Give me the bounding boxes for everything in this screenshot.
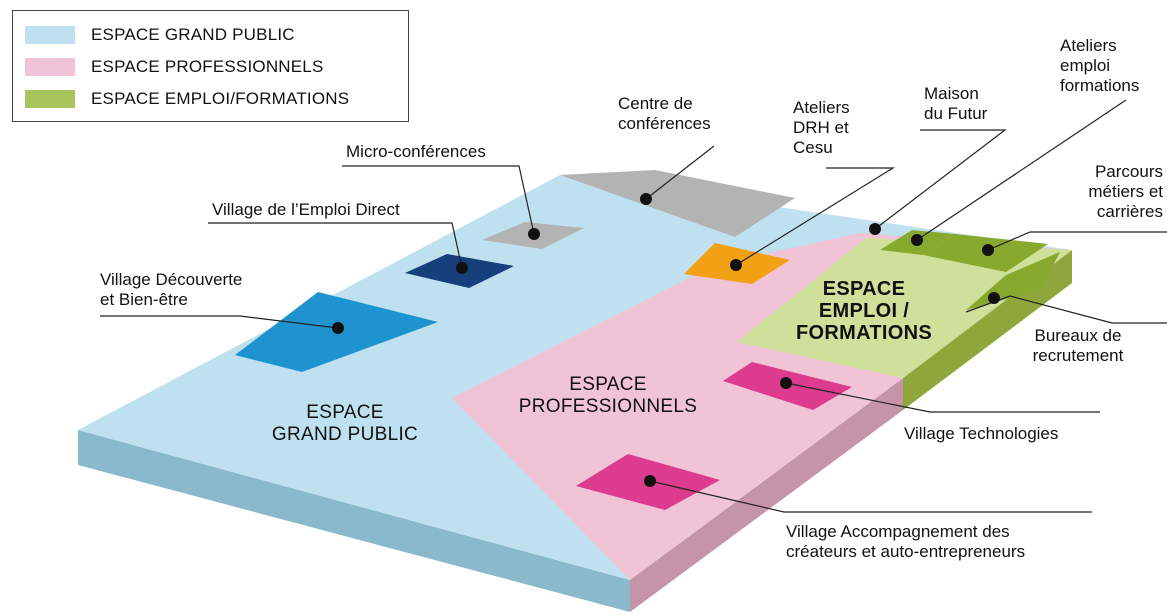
professionnels-side-front (630, 378, 903, 612)
zone-emploi-line-1: ESPACE (822, 278, 906, 300)
legend-label-grand-public: ESPACE GRAND PUBLIC (91, 25, 295, 44)
zone-emploi-line-3: FORMATIONS (796, 322, 932, 344)
centre-conferences-zone (560, 170, 795, 237)
label-centre-conferences-line-1: Centre de (618, 94, 693, 113)
label-maison-futur-line-1: Maison (924, 84, 979, 103)
dot-centre-conferences (640, 193, 652, 205)
label-ateliers-emploi-line-1: Ateliers (1060, 36, 1117, 55)
label-village-emploi-direct-line-1: Village de l’Emploi Direct (212, 200, 400, 219)
legend-item-professionnels: ESPACE PROFESSIONNELS (25, 56, 324, 78)
leader-village-technologies (785, 382, 1100, 413)
label-centre-conferences: Centre de conférences (618, 94, 711, 134)
label-village-technologies-line-1: Village Technologies (904, 424, 1059, 443)
label-bureaux-recrutement-line-1: Bureaux de (1034, 326, 1122, 345)
label-micro-conferences-line-1: Micro-conférences (346, 142, 486, 161)
dot-village-accompagnement (644, 475, 656, 487)
label-ateliers-emploi: Ateliers emploi formations (1060, 36, 1139, 96)
leader-bureaux (965, 295, 1167, 324)
label-bureaux-recrutement-line-2: recrutement (1032, 346, 1124, 365)
zone-grand-public-line-2: GRAND PUBLIC (271, 424, 419, 445)
legend-label-professionnels: ESPACE PROFESSIONNELS (91, 57, 324, 76)
leader-ateliers-emploi (916, 99, 1127, 241)
zone-professionnels-line-2: PROFESSIONNELS (518, 396, 698, 417)
label-ateliers-drh-line-2: DRH et (793, 118, 849, 137)
label-village-accompagnement-line-2: créateurs et auto-entrepreneurs (786, 542, 1026, 561)
label-parcours-metiers: Parcours métiers et carrières (1068, 162, 1163, 222)
leader-centre-conferences (645, 145, 715, 200)
zone-label-emploi: ESPACE EMPLOI / FORMATIONS (778, 278, 950, 344)
marker-dots (332, 193, 1000, 487)
leader-decouverte (100, 315, 339, 329)
label-village-decouverte: Village Découverte et Bien-être (100, 270, 242, 310)
leader-emploi-direct (208, 222, 463, 269)
label-village-accompagnement-line-1: Village Accompagnement des (786, 522, 1010, 541)
label-village-emploi-direct: Village de l’Emploi Direct (212, 200, 400, 220)
label-ateliers-emploi-line-2: emploi (1060, 56, 1111, 75)
dot-village-technologies (780, 377, 792, 389)
leader-village-accompagnement (649, 480, 1092, 513)
label-maison-futur-line-2: du Futur (924, 104, 988, 123)
leader-lines (100, 99, 1167, 513)
dot-maison-futur (869, 223, 881, 235)
label-centre-conferences-line-2: conférences (618, 114, 711, 133)
dot-parcours (982, 244, 994, 256)
legend-swatch-grand-public (25, 26, 75, 44)
dot-ateliers-drh (730, 259, 742, 271)
leader-parcours (987, 231, 1167, 251)
legend-item-grand-public: ESPACE GRAND PUBLIC (25, 24, 295, 46)
dot-decouverte (332, 322, 344, 334)
label-village-decouverte-line-2: et Bien-être (100, 290, 188, 309)
legend-item-emploi: ESPACE EMPLOI/FORMATIONS (25, 88, 349, 110)
dot-bureaux (988, 292, 1000, 304)
label-village-technologies: Village Technologies (904, 424, 1058, 444)
dot-emploi-direct (456, 262, 468, 274)
emploi-top (737, 238, 1072, 378)
zone-grand-public-line-1: ESPACE (306, 402, 384, 423)
zone-label-professionnels: ESPACE PROFESSIONNELS (508, 374, 708, 418)
leader-micro-conferences (342, 165, 535, 235)
label-ateliers-drh-line-3: Cesu (793, 138, 833, 157)
label-parcours-metiers-line-1: Parcours (1094, 162, 1163, 181)
label-parcours-metiers-line-2: métiers et (1088, 182, 1163, 201)
label-ateliers-drh: Ateliers DRH et Cesu (793, 98, 850, 158)
zone-label-grand-public: ESPACE GRAND PUBLIC (255, 402, 435, 446)
label-ateliers-emploi-line-3: formations (1060, 76, 1140, 95)
label-micro-conferences: Micro-conférences (346, 142, 486, 162)
label-village-accompagnement: Village Accompagnement des créateurs et … (786, 522, 1025, 562)
legend-label-emploi: ESPACE EMPLOI/FORMATIONS (91, 89, 350, 108)
grand-public-side-left (78, 430, 630, 612)
label-village-decouverte-line-1: Village Découverte (100, 270, 243, 289)
legend-swatch-professionnels (25, 58, 75, 76)
leader-maison-futur (874, 129, 1007, 230)
legend: ESPACE GRAND PUBLIC ESPACE PROFESSIONNEL… (12, 10, 409, 122)
dot-micro-conferences (528, 228, 540, 240)
label-parcours-metiers-line-3: carrières (1096, 202, 1163, 221)
label-ateliers-drh-line-1: Ateliers (793, 98, 850, 117)
dot-ateliers-emploi (911, 234, 923, 246)
zone-emploi-line-2: EMPLOI / (818, 300, 910, 322)
leader-ateliers-drh (735, 167, 896, 266)
label-maison-futur: Maison du Futur (924, 84, 987, 124)
label-bureaux-recrutement: Bureaux de recrutement (1018, 326, 1138, 366)
legend-swatch-emploi (25, 90, 75, 108)
zone-professionnels-line-1: ESPACE (569, 374, 647, 395)
